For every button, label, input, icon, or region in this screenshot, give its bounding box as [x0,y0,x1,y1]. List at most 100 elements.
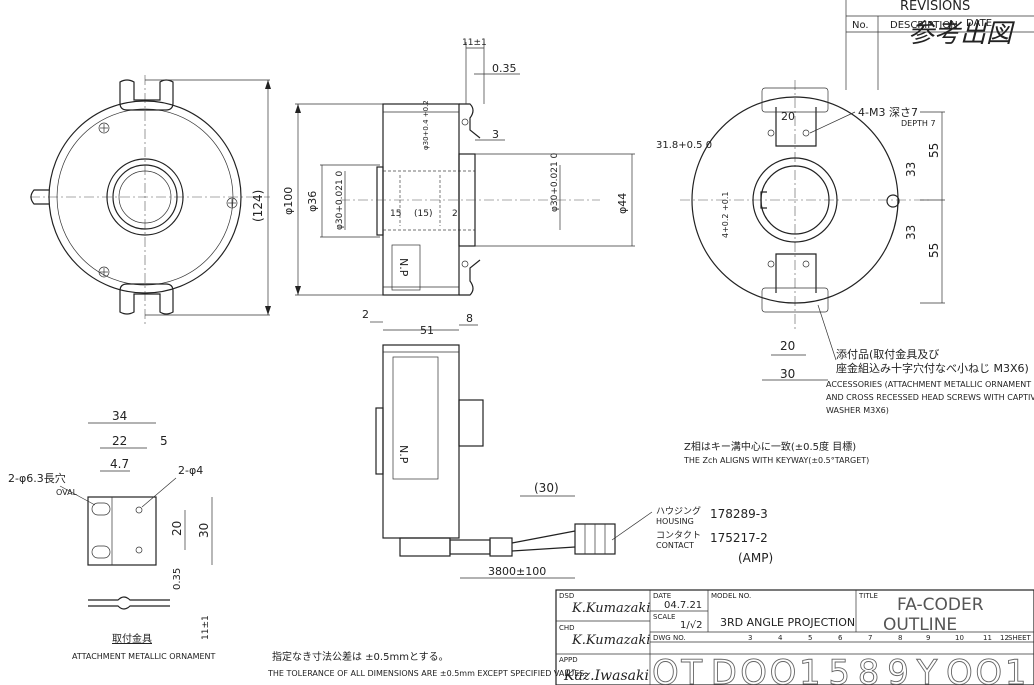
dwg-col-5: 5 [808,634,812,642]
lower-nameplate: N.P [397,445,410,464]
revisions-no-label: No. [852,20,869,31]
dim-20-bottom: 20 [780,339,795,353]
dim-3: 3 [492,128,499,141]
bracket-title-en: ATTACHMENT METALLIC ORNAMENT [72,652,216,661]
dwg-column-numbers: 3 4 5 6 7 8 9 10 11 12 [748,634,1009,642]
accessories-en-1: ACCESSORIES (ATTACHMENT METALLIC ORNAMEN… [826,380,1031,389]
drawing-number-char: 1 [799,653,821,685]
chd-signature: K.Kumazaki [571,633,650,648]
zch-note: Z相はキー溝中心に一致(±0.5度 目標) THE Zch ALIGNS WIT… [683,440,869,465]
drawing-number-char: 8 [858,653,880,685]
title-line-2: OUTLINE [883,615,957,635]
housing-jp: ハウジング [656,505,701,517]
dim-0-35: 0.35 [492,62,517,75]
bracket-dim-5: 5 [160,434,168,448]
date-label: DATE [653,592,671,600]
dwg-col-4: 4 [778,634,783,642]
bracket-dim-22: 22 [112,434,127,448]
tolerance-note: 指定なき寸法公差は ±0.5mmとする。 THE TOLERANCE OF AL… [267,650,587,678]
side-nameplate: N.P [397,258,410,277]
bracket-title-jp: 取付金具 [112,632,152,645]
front-view-right: 4-M3 深さ7 DEPTH 7 20 31.8+0.5 0 55 33 33 … [656,80,1034,415]
dwg-col-3: 3 [748,634,752,642]
drawing-number-char: Y [916,653,938,685]
zch-note-jp: Z相はキー溝中心に一致(±0.5度 目標) [684,440,856,453]
dwg-col-9: 9 [926,634,930,642]
dsd-signature: K.Kumazaki [571,601,650,616]
bracket-dim-20: 20 [170,521,184,536]
drawing-number-char: O [652,653,679,685]
drawing-number-char: O [975,653,1002,685]
drawing-number-char: 1 [1005,653,1027,685]
dim-4-m3: 4-M3 深さ7 [858,106,918,119]
dim-phi44: φ44 [616,193,629,214]
title-label: TITLE [858,592,878,600]
bracket-dim-30: 30 [197,523,211,538]
dim-phi30-bore: φ30+0.4 +0.2 [422,100,430,150]
bracket-dim-11: 11±1 [201,615,211,640]
bracket-oval-label: OVAL [56,488,78,497]
drawing-number-char: T [680,653,702,685]
bracket-dim-0-35: 0.35 [172,568,183,590]
dwg-col-8: 8 [898,634,902,642]
dwg-col-10: 10 [955,634,964,642]
dim-phi36: φ36 [306,191,319,212]
dim-20-top: 20 [781,110,795,123]
drawing-number-char: 9 [887,653,909,685]
dwg-col-7: 7 [868,634,872,642]
contact-number: 175217-2 [710,531,768,545]
title-block: DSD K.Kumazaki DATE 04.7.21 MODEL NO. SC… [555,589,1034,685]
scale-label: SCALE [653,613,675,621]
bracket-oval-holes: 2-φ6.3長穴 [8,471,66,485]
chd-label: CHD [559,624,575,632]
projection-label: 3RD ANGLE PROJECTION [720,616,855,629]
side-view: φ100 φ36 φ30+0.021 0 N.P φ30+0.4 +0.2 11… [282,38,635,337]
tolerance-en: THE TOLERANCE OF ALL DIMENSIONS ARE ±0.5… [267,669,587,678]
drawing-number-char: O [946,653,973,685]
lower-view: N.P (30) 3800±100 ハウジング HOUSING 178289-3… [375,344,773,579]
dim-124: (124) [251,190,265,222]
bracket-dim-4-7: 4.7 [110,457,129,471]
dim-15: 15 [390,209,401,219]
dwg-no-label: DWG NO. [653,634,686,642]
date-value: 04.7.21 [664,600,702,611]
cable-length: 3800±100 [488,565,546,578]
contact-jp: コンタクト [656,530,701,541]
drawing-number-char: O [770,653,797,685]
dim-51: 51 [420,324,434,337]
accessories-en-3: WASHER M3X6) [826,406,889,415]
dim-8: 8 [466,312,473,325]
revisions-title: REVISIONS [900,0,970,14]
scale-value: 1/√2 [680,620,702,631]
dim-depth-7: DEPTH 7 [901,119,936,128]
sheet-label: SHEET [1008,634,1032,642]
revisions-block: REVISIONS No. DESCRIPTION DATE 参考出図 [845,0,1034,90]
housing-number: 178289-3 [710,507,768,521]
dim-55-bottom: 55 [927,243,941,258]
dim-paren-15: (15) [414,209,432,219]
front-view-left: (124) [30,75,271,325]
appd-signature: Kaz.Iwasaki [563,668,649,684]
bracket-2-phi4: 2-φ4 [178,464,203,477]
revisions-description-label: DESCRIPTION [890,20,958,31]
dwg-col-12: 12 [1000,634,1009,642]
accessories-jp-1: 添付品(取付金具及び [836,347,939,361]
appd-label: APPD [559,656,578,664]
dwg-col-11: 11 [983,634,992,642]
housing-en: HOUSING [656,517,694,526]
dim-2-inner: 2 [452,209,458,219]
dim-55-top: 55 [927,143,941,158]
drawing-number-char: O [740,653,767,685]
dim-4-keyway: 4+0.2 +0.1 [721,192,730,238]
zch-note-en: THE Zch ALIGNS WITH KEYWAY(±0.5°TARGET) [683,456,869,465]
dwg-col-6: 6 [838,634,843,642]
dim-33-bottom: 33 [904,225,918,240]
drawing-number-char: 5 [828,653,850,685]
accessories-jp-2: 座金組込み十字穴付なべ小ねじ M3X6) [836,361,1029,375]
revisions-date-label: DATE [966,18,992,29]
drawing-number-char: D [711,653,737,685]
dim-30-bottom: 30 [780,367,795,381]
attachment-bracket: 34 22 5 4.7 2-φ6.3長穴 OVAL 2-φ4 20 30 0.3… [8,409,216,661]
